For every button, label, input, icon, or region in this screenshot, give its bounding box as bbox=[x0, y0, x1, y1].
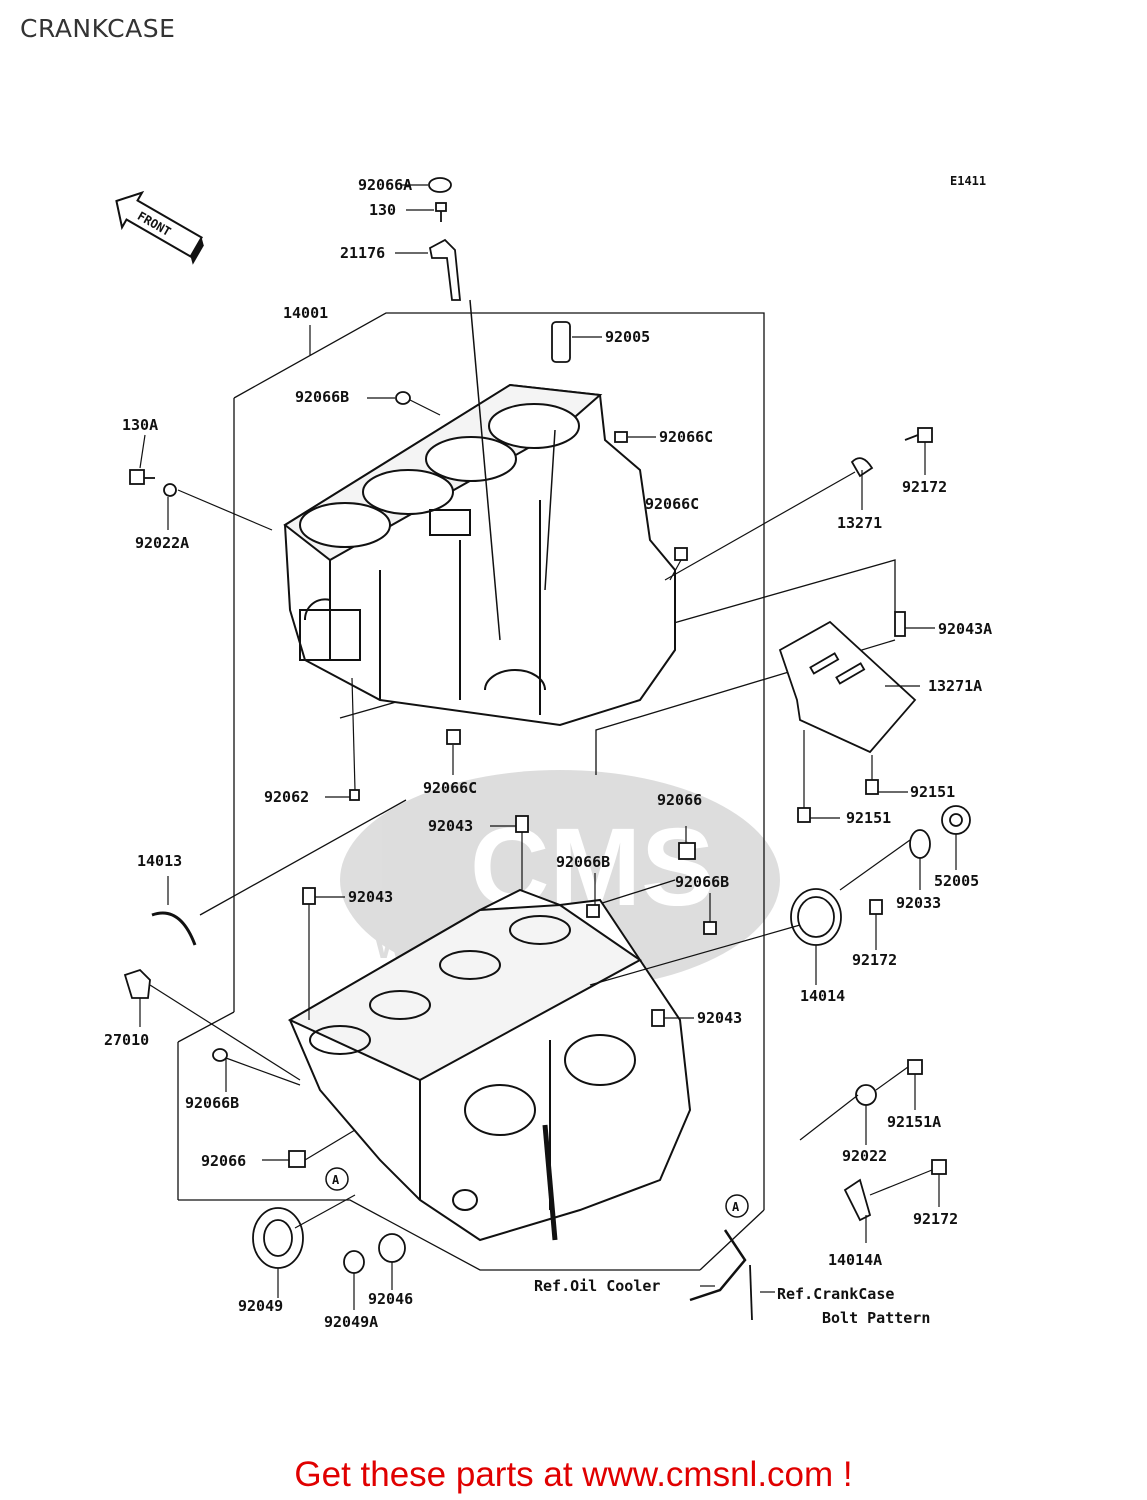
small-parts bbox=[123, 177, 971, 1321]
part-label[interactable]: 21176 bbox=[340, 244, 385, 262]
ref-marker-a-1: A bbox=[325, 1167, 349, 1191]
front-arrow-icon: FRONT bbox=[115, 190, 204, 265]
part-label[interactable]: 92066B bbox=[295, 388, 349, 406]
ref-marker-a-2-text: A bbox=[732, 1200, 740, 1214]
part-label[interactable]: 92022 bbox=[842, 1147, 887, 1165]
diagram-code: E1411 bbox=[950, 174, 986, 188]
part-label[interactable]: 92066C bbox=[423, 779, 477, 797]
part-label[interactable]: 92049A bbox=[324, 1313, 378, 1331]
lower-crankcase bbox=[287, 888, 692, 1242]
leader-lines bbox=[139, 184, 957, 1310]
part-label[interactable]: 13271A bbox=[928, 677, 982, 695]
part-label[interactable]: 92172 bbox=[913, 1210, 958, 1228]
footer-link[interactable]: Get these parts at www.cmsnl.com ! bbox=[294, 1455, 853, 1494]
part-label[interactable]: 92066 bbox=[201, 1152, 246, 1170]
part-label[interactable]: 14013 bbox=[137, 852, 182, 870]
part-label[interactable]: 92066B bbox=[185, 1094, 239, 1112]
part-label[interactable]: 14001 bbox=[283, 304, 328, 322]
part-label[interactable]: 92046 bbox=[368, 1290, 413, 1308]
part-label[interactable]: 52005 bbox=[934, 872, 979, 890]
part-label[interactable]: 92049 bbox=[238, 1297, 283, 1315]
part-label[interactable]: 130A bbox=[122, 416, 158, 434]
part-label[interactable]: 92172 bbox=[852, 951, 897, 969]
part-label[interactable]: 92066A bbox=[358, 176, 412, 194]
ref-oil-cooler: Ref.Oil Cooler bbox=[534, 1277, 660, 1295]
part-label[interactable]: 92043A bbox=[938, 620, 992, 638]
part-label[interactable]: 92022A bbox=[135, 534, 189, 552]
ref-marker-a-2: A bbox=[725, 1194, 749, 1218]
ref-marker-a-1-text: A bbox=[332, 1173, 340, 1187]
part-label[interactable]: 92043 bbox=[697, 1009, 742, 1027]
part-label[interactable]: 92151 bbox=[910, 783, 955, 801]
part-label[interactable]: 92033 bbox=[896, 894, 941, 912]
upper-crankcase bbox=[283, 299, 676, 727]
part-label[interactable]: 92043 bbox=[348, 888, 393, 906]
part-label[interactable]: 92151A bbox=[887, 1113, 941, 1131]
part-label[interactable]: 130 bbox=[369, 201, 396, 219]
part-label[interactable]: 92066B bbox=[675, 873, 729, 891]
part-label[interactable]: 92043 bbox=[428, 817, 473, 835]
part-label[interactable]: 92066B bbox=[556, 853, 610, 871]
part-label[interactable]: 13271 bbox=[837, 514, 882, 532]
ref-bolt-pattern: Bolt Pattern bbox=[822, 1309, 930, 1327]
page-title: CRANKCASE bbox=[20, 14, 176, 43]
part-labels: 92066A 130 21176 14001 92005 92066B 9206… bbox=[104, 176, 992, 1331]
part-label[interactable]: 14014 bbox=[800, 987, 845, 1005]
part-label[interactable]: 14014A bbox=[828, 1251, 882, 1269]
part-label[interactable]: 92151 bbox=[846, 809, 891, 827]
ref-crankcase: Ref.CrankCase bbox=[777, 1285, 894, 1303]
part-label[interactable]: 92066C bbox=[659, 428, 713, 446]
part-label[interactable]: 92005 bbox=[605, 328, 650, 346]
part-label[interactable]: 92172 bbox=[902, 478, 947, 496]
part-label[interactable]: 92066C bbox=[645, 495, 699, 513]
part-label[interactable]: 27010 bbox=[104, 1031, 149, 1049]
part-label[interactable]: 92062 bbox=[264, 788, 309, 806]
part-label[interactable]: 92066 bbox=[657, 791, 702, 809]
